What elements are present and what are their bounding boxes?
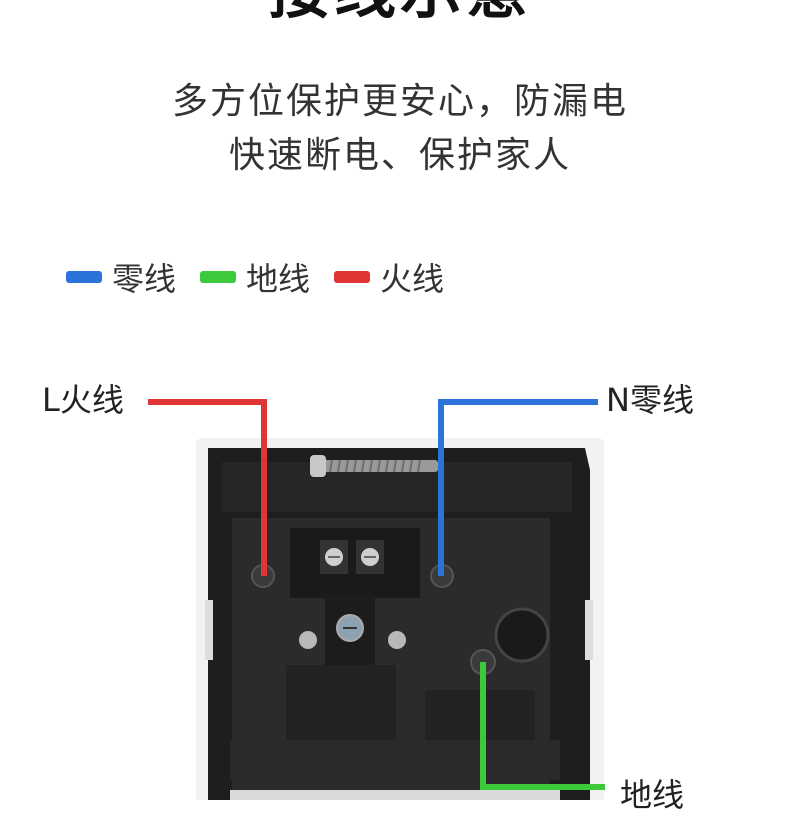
terminal-screw-left <box>320 540 348 574</box>
legend-label-live: 火线 <box>380 260 445 298</box>
neutral-wire-label: N零线 <box>606 381 694 419</box>
live-swatch <box>334 271 371 283</box>
subtitle-line-2: 快速断电、保护家人 <box>228 135 571 176</box>
bottom-edge <box>230 790 560 800</box>
right-clip <box>585 600 593 660</box>
ground-swatch <box>200 271 237 283</box>
relay-housing <box>286 665 396 740</box>
bottom-rail <box>230 740 560 780</box>
legend-label-neutral: 零线 <box>112 260 177 298</box>
live-wire <box>148 399 267 576</box>
legend-item-live: 火线 <box>334 254 444 300</box>
ground-wire <box>480 662 605 790</box>
legend-label-ground: 地线 <box>246 260 311 298</box>
live-wire-label: L火线 <box>42 381 124 419</box>
page-title: 接线示意 <box>0 0 800 22</box>
mounting-screw <box>310 455 438 477</box>
wire-legend: 零线 地线 火线 <box>66 254 468 300</box>
neutral-swatch <box>66 271 102 283</box>
side-screw-left <box>299 631 317 649</box>
side-screw-right <box>388 631 406 649</box>
legend-item-neutral: 零线 <box>66 254 176 300</box>
legend-item-ground: 地线 <box>200 254 310 300</box>
ground-wire-label: 地线 <box>620 776 685 814</box>
terminal-screw-right <box>356 540 384 574</box>
left-clip <box>205 600 213 660</box>
subtitle-line-1: 多方位保护更安心，防漏电 <box>171 81 628 122</box>
neutral-wire <box>438 399 598 576</box>
terminal-block <box>290 528 420 598</box>
round-post <box>494 607 550 663</box>
